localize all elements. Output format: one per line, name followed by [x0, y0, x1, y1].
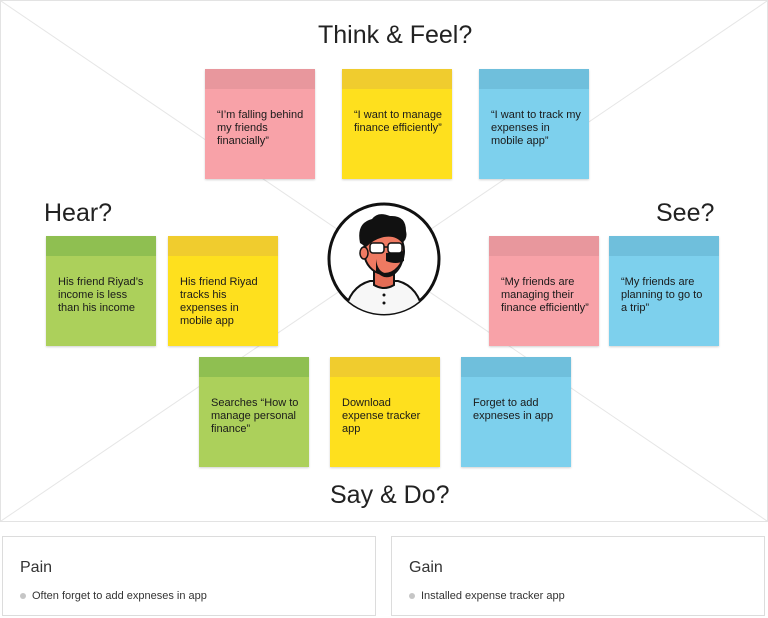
think-note-2[interactable]: “I want to manage finance efficiently” [342, 69, 452, 179]
gain-item: Installed expense tracker app [409, 590, 565, 602]
pain-item-text: Often forget to add expneses in app [32, 590, 207, 602]
see-note-2[interactable]: “My friends are planning to go to a trip… [609, 236, 719, 346]
think-note-3[interactable]: “I want to track my expenses in mobile a… [479, 69, 589, 179]
gain-title: Gain [409, 559, 443, 576]
sticky-band [479, 69, 589, 89]
think-feel-title: Think & Feel? [318, 21, 473, 49]
see-note-1-text: “My friends are managing their finance e… [501, 276, 589, 314]
see-note-2-text: “My friends are planning to go to a trip… [621, 276, 703, 314]
think-note-3-text: “I want to track my expenses in mobile a… [491, 109, 581, 147]
sticky-band [609, 236, 719, 256]
persona-avatar [326, 201, 442, 317]
think-note-2-text: “I want to manage finance efficiently” [354, 109, 443, 134]
see-title: See? [656, 199, 715, 227]
say-note-3[interactable]: Forget to add expneses in app [461, 357, 571, 467]
bullet-dot-icon [20, 593, 26, 599]
say-note-1[interactable]: Searches “How to manage personal finance… [199, 357, 309, 467]
sticky-band [168, 236, 278, 256]
see-note-1[interactable]: “My friends are managing their finance e… [489, 236, 599, 346]
say-note-3-text: Forget to add expneses in app [473, 397, 554, 422]
empathy-map-board: Think & Feel? Hear? See? Say & Do? “I’m … [0, 0, 768, 522]
pain-panel: Pain Often forget to add expneses in app [2, 536, 376, 616]
say-note-1-text: Searches “How to manage personal finance… [211, 397, 299, 435]
hear-note-2-text: His friend Riyad tracks his expenses in … [180, 276, 258, 327]
say-note-2-text: Download expense tracker app [342, 397, 421, 435]
bullet-dot-icon [409, 593, 415, 599]
think-note-1-text: “I’m falling behind my friends financial… [217, 109, 304, 147]
hear-note-1-text: His friend Riyad’s income is less than h… [58, 276, 144, 314]
gain-item-text: Installed expense tracker app [421, 590, 565, 602]
think-note-1[interactable]: “I’m falling behind my friends financial… [205, 69, 315, 179]
sticky-band [342, 69, 452, 89]
pain-item: Often forget to add expneses in app [20, 590, 207, 602]
gain-panel: Gain Installed expense tracker app [391, 536, 765, 616]
sticky-band [330, 357, 440, 377]
hear-title: Hear? [44, 199, 113, 227]
sticky-band [461, 357, 571, 377]
sticky-band [46, 236, 156, 256]
pain-title: Pain [20, 559, 53, 576]
sticky-band [205, 69, 315, 89]
say-note-2[interactable]: Download expense tracker app [330, 357, 440, 467]
avatar-icon [327, 202, 441, 316]
hear-note-2[interactable]: His friend Riyad tracks his expenses in … [168, 236, 278, 346]
say-do-title: Say & Do? [330, 481, 450, 509]
sticky-band [489, 236, 599, 256]
sticky-band [199, 357, 309, 377]
hear-note-1[interactable]: His friend Riyad’s income is less than h… [46, 236, 156, 346]
